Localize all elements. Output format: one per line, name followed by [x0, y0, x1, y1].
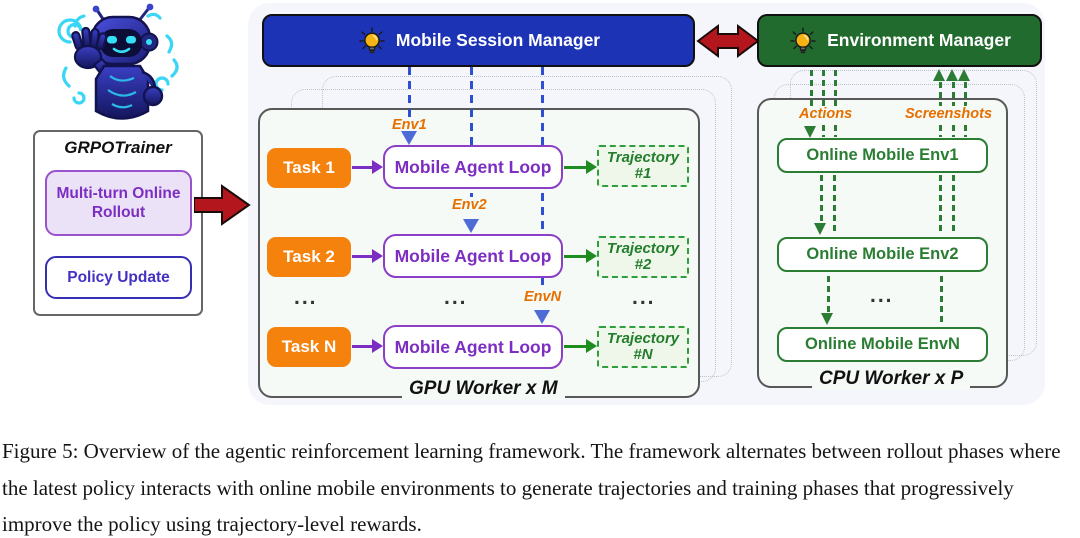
rollout-flow-arrow-icon: [194, 184, 251, 226]
env-dashed-line: [939, 175, 942, 233]
screenshots-dashed-line: [964, 82, 967, 106]
env-dashed-line: [827, 276, 830, 312]
robot-mascot-image: [57, 3, 179, 120]
agent-to-trajectory-arrow: [564, 166, 587, 169]
arrow-up-icon: [933, 69, 945, 81]
trajectory-number: #1: [634, 165, 652, 183]
env-dashed-line: [952, 175, 955, 233]
online-mobile-env1-box: Online Mobile Env1: [777, 138, 988, 173]
env-dashed-line: [820, 175, 823, 222]
arrow-right-icon: [372, 339, 383, 353]
trajectory-label: Trajectory: [606, 149, 680, 166]
arrow-up-icon: [946, 69, 958, 81]
session-manager-title: Mobile Session Manager: [395, 30, 601, 50]
arrow-right-icon: [372, 160, 383, 174]
task-to-agent-arrow: [352, 166, 374, 169]
trajectory-number: #2: [634, 256, 652, 274]
arrow-down-icon: [804, 126, 816, 138]
online-mobile-env2-box: Online Mobile Env2: [777, 237, 988, 272]
figure-caption: Figure 5: Overview of the agentic reinfo…: [2, 439, 1061, 536]
gpu-worker-label: GPU Worker x M: [402, 378, 565, 400]
arrow-down-icon: [401, 131, 417, 145]
multi-turn-online-rollout-box: Multi-turn Online Rollout: [45, 170, 192, 236]
trajectory-label: Trajectory: [606, 330, 680, 347]
env-dashed-line: [940, 276, 943, 324]
env-dashed-line: [833, 175, 836, 233]
mobile-session-manager-header: Mobile Session Manager: [262, 14, 695, 67]
env1-label: Env1: [392, 117, 427, 133]
trajectory-2-box: Trajectory #2: [597, 236, 689, 279]
screenshots-dashed-line: [939, 82, 942, 106]
lightbulb-icon: [790, 27, 816, 53]
arrow-right-icon: [372, 249, 383, 263]
screenshots-dashed-line: [952, 82, 955, 106]
agent-to-trajectory-arrow: [564, 255, 587, 258]
actions-dashed-line: [834, 125, 837, 137]
actions-dashed-line: [834, 70, 837, 106]
lightbulb-icon: [359, 27, 385, 53]
agent-to-trajectory-arrow: [564, 345, 587, 348]
screenshots-dashed-line: [964, 125, 967, 137]
environment-manager-header: Environment Manager: [757, 14, 1042, 67]
trajectories-ellipsis: ...: [632, 286, 656, 309]
actions-dashed-line: [810, 70, 813, 106]
agents-ellipsis: ...: [444, 286, 468, 309]
task-to-agent-arrow: [352, 345, 374, 348]
actions-dashed-line: [822, 70, 825, 106]
arrow-right-icon: [586, 160, 597, 174]
envN-label: EnvN: [524, 289, 562, 305]
mobile-agent-loop-box: Mobile Agent Loop: [383, 325, 563, 369]
arrow-down-icon: [463, 219, 479, 233]
task-2-box: Task 2: [267, 237, 351, 277]
task-1-box: Task 1: [267, 148, 351, 188]
trajectory-1-box: Trajectory #1: [597, 145, 689, 188]
screenshots-dashed-line: [952, 125, 955, 137]
arrow-down-icon: [821, 313, 833, 325]
actions-label: Actions: [799, 106, 853, 122]
manager-sync-double-arrow-icon: [696, 24, 760, 58]
trajectory-n-box: Trajectory #N: [597, 326, 689, 369]
arrow-down-icon: [534, 310, 550, 324]
mobile-agent-loop-box: Mobile Agent Loop: [383, 145, 563, 189]
screenshots-label: Screenshots: [905, 106, 993, 122]
actions-dashed-line: [822, 125, 825, 137]
envs-ellipsis: ...: [870, 284, 894, 307]
online-mobile-envN-box: Online Mobile EnvN: [777, 327, 988, 362]
arrow-right-icon: [586, 249, 597, 263]
trajectory-number: #N: [633, 346, 653, 364]
policy-update-box: Policy Update: [45, 256, 192, 299]
environment-manager-title: Environment Manager: [827, 30, 1011, 50]
mobile-agent-loop-box: Mobile Agent Loop: [383, 234, 563, 278]
task-n-box: Task N: [267, 327, 351, 367]
grpo-trainer-title: GRPOTrainer: [64, 138, 172, 157]
arrow-down-icon: [814, 223, 826, 235]
screenshots-dashed-line: [939, 125, 942, 137]
task-to-agent-arrow: [352, 255, 374, 258]
env2-label: Env2: [452, 197, 487, 213]
arrow-right-icon: [586, 339, 597, 353]
session-dashed-line: [408, 67, 411, 117]
arrow-up-icon: [958, 69, 970, 81]
trajectory-label: Trajectory: [606, 240, 680, 257]
tasks-ellipsis: ...: [294, 286, 318, 309]
session-dashed-line: [470, 67, 473, 197]
cpu-worker-label: CPU Worker x P: [812, 368, 971, 390]
